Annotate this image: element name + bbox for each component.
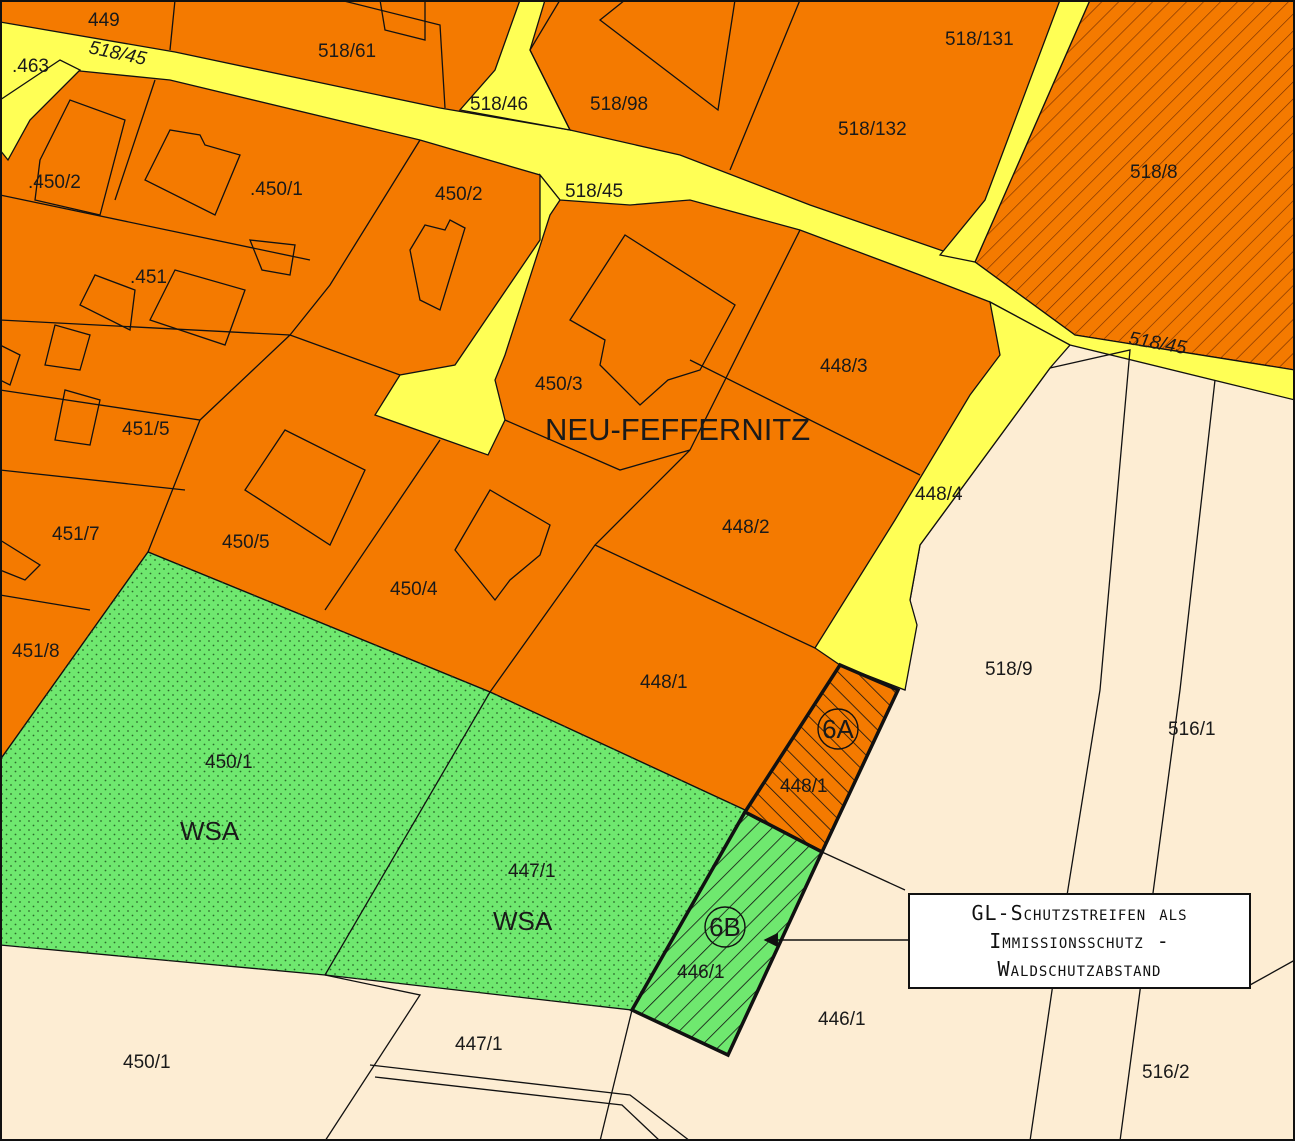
callout-line-1: GL-Schutzstreifen als xyxy=(971,901,1188,925)
road-518-131-east xyxy=(938,0,1091,263)
parcel-label: 518/98 xyxy=(590,94,648,115)
zone-6a-marker: 6A xyxy=(817,708,859,750)
parcel-label: 448/1 xyxy=(640,672,688,693)
parcel-label: 450/3 xyxy=(535,374,583,395)
parcel-label: 518/8 xyxy=(1130,162,1178,183)
parcel-label: 451/7 xyxy=(52,524,100,545)
legend-callout-box: GL-Schutzstreifen als Immissionsschutz -… xyxy=(908,893,1251,989)
parcel-label: 518/9 xyxy=(985,659,1033,680)
parcel-label: 446/1 xyxy=(818,1009,866,1030)
parcel-label: 516/1 xyxy=(1168,719,1216,740)
callout-line-3: Waldschutzabstand xyxy=(997,957,1162,981)
parcel-label: 448/2 xyxy=(722,517,770,538)
parcel-label: 450/4 xyxy=(390,579,438,600)
road-518-45-south-branch xyxy=(374,173,561,456)
zone-6a-label: 6A xyxy=(822,714,854,744)
road-518-45-west-branch xyxy=(0,59,82,162)
building-outlines xyxy=(0,0,736,602)
parcel-label: 450/1 xyxy=(205,752,253,773)
parcel-label: .450/2 xyxy=(28,172,81,193)
parcel-label: 450/1 xyxy=(123,1052,171,1073)
wsa-label: WSA xyxy=(180,816,240,846)
parcel-label: 451/8 xyxy=(12,641,60,662)
parcel-label: 448/1 xyxy=(780,776,828,797)
parcel-label: 518/46 xyxy=(470,94,528,115)
parcel-label: 448/4 xyxy=(915,484,963,505)
zone-6b-label: 6B xyxy=(709,912,741,942)
parcel-label: 450/5 xyxy=(222,532,270,553)
parcel-label: 518/131 xyxy=(945,29,1014,50)
forest-area-dots xyxy=(0,552,745,1010)
parcel-label: 518/61 xyxy=(318,41,376,62)
parcel-label: .450/1 xyxy=(250,179,303,200)
wsa-label: WSA xyxy=(493,906,553,936)
zone-6b-hatch xyxy=(632,812,822,1055)
parcel-518-8-hatch xyxy=(975,0,1295,370)
road-label: 518/45 xyxy=(565,181,623,202)
parcel-labels: 449 .463 518/61 518/46 518/98 518/131 51… xyxy=(12,10,1216,1083)
parcel-label: 447/1 xyxy=(508,861,556,882)
parcel-label: 448/3 xyxy=(820,356,868,377)
zone-6a-hatch xyxy=(745,665,898,852)
parcel-label: 449 xyxy=(88,10,120,31)
place-name: NEU-FEFFERNITZ xyxy=(545,412,810,447)
parcel-label: 518/132 xyxy=(838,119,907,140)
zone-6b-marker: 6B xyxy=(704,906,746,948)
parcel-label: 447/1 xyxy=(455,1034,503,1055)
parcel-label: 516/2 xyxy=(1142,1062,1190,1083)
parcel-label: .463 xyxy=(12,56,49,77)
callout-line-2: Immissionsschutz - xyxy=(989,929,1170,953)
parcel-label: 451/5 xyxy=(122,419,170,440)
parcel-label: 446/1 xyxy=(677,962,725,983)
parcel-label: 450/2 xyxy=(435,184,483,205)
parcel-label: .451 xyxy=(130,267,167,288)
